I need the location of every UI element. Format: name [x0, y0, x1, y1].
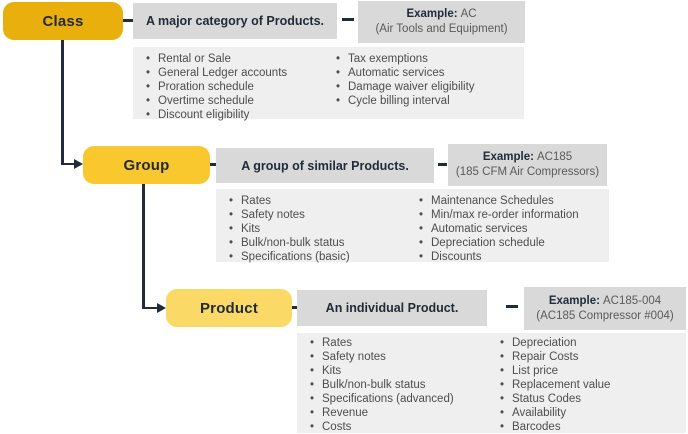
product-feature-list-right: DepreciationRepair CostsList priceReplac…	[499, 336, 682, 434]
class-node: Class	[3, 2, 123, 40]
group-feature-list-right: Maintenance SchedulesMin/max re-order in…	[418, 194, 605, 264]
feature-item: Depreciation	[499, 336, 682, 350]
group-description: A group of similar Products.	[216, 148, 434, 183]
product-to-description-connector	[292, 306, 298, 309]
feature-item: Costs	[309, 420, 499, 434]
arrowhead-group-to-product	[157, 303, 166, 313]
product-description-text: An individual Product.	[325, 301, 459, 315]
feature-item: Kits	[309, 364, 499, 378]
feature-item: Rental or Sale	[145, 52, 335, 66]
feature-item: Rates	[228, 194, 418, 208]
class-example-line1: Example:AC	[406, 7, 476, 22]
feature-item: Replacement value	[499, 378, 682, 392]
connector-group-to-product-vertical	[142, 184, 145, 309]
feature-item: Damage waiver eligibility	[335, 80, 520, 94]
group-example-note: (185 CFM Air Compressors)	[455, 166, 600, 178]
product-example: Example:AC185-004 (AC185 Compressor #004…	[524, 287, 686, 330]
class-description-text: A major category of Products.	[145, 14, 325, 28]
feature-item: Specifications (basic)	[228, 250, 418, 264]
group-example: Example:AC185 (185 CFM Air Compressors)	[448, 144, 607, 186]
feature-item: Maintenance Schedules	[418, 194, 605, 208]
feature-item: Automatic services	[418, 222, 605, 236]
group-description-text: A group of similar Products.	[241, 158, 409, 173]
feature-item: Cycle billing interval	[335, 94, 520, 108]
class-example: Example:AC (Air Tools and Equipment)	[358, 1, 525, 43]
feature-item: General Ledger accounts	[145, 66, 335, 80]
feature-item: Status Codes	[499, 392, 682, 406]
product-node: Product	[166, 289, 292, 327]
arrowhead-class-to-group	[74, 159, 83, 169]
feature-item: Specifications (advanced)	[309, 392, 499, 406]
group-to-description-connector	[210, 163, 217, 166]
feature-item: Depreciation schedule	[418, 236, 605, 250]
class-features-panel: Rental or SaleGeneral Ledger accountsPro…	[133, 47, 524, 122]
feature-item: Discount eligibility	[145, 108, 335, 122]
product-example-note: (AC185 Compressor #004)	[536, 309, 674, 322]
feature-item: List price	[499, 364, 682, 378]
group-node-label: Group	[123, 156, 170, 174]
connector-group-to-product-horizontal	[142, 306, 158, 309]
feature-item: Bulk/non-bulk status	[309, 378, 499, 392]
product-node-label: Product	[199, 299, 259, 317]
group-example-value: AC185	[536, 151, 573, 163]
group-description-to-example-connector	[438, 163, 447, 166]
feature-item: Proration schedule	[145, 80, 335, 94]
class-description: A major category of Products.	[133, 3, 337, 39]
class-example-note: (Air Tools and Equipment)	[375, 23, 508, 35]
feature-item: Overtime schedule	[145, 94, 335, 108]
feature-item: Kits	[228, 222, 418, 236]
class-example-label: Example:	[406, 8, 458, 20]
product-description: An individual Product.	[297, 290, 487, 326]
class-example-value: AC	[460, 8, 477, 20]
product-description-to-example-connector	[506, 305, 518, 308]
feature-item: Availability	[499, 406, 682, 420]
feature-item: Min/max re-order information	[418, 208, 605, 222]
feature-item: Revenue	[309, 406, 499, 420]
feature-item: Barcodes	[499, 420, 682, 434]
group-example-line1: Example:AC185	[483, 150, 572, 165]
class-node-label: Class	[42, 12, 84, 30]
feature-item: Tax exemptions	[335, 52, 520, 66]
product-example-line1: Example:AC185-004	[549, 294, 661, 309]
class-feature-list-left: Rental or SaleGeneral Ledger accountsPro…	[145, 52, 335, 122]
product-example-value: AC185-004	[602, 294, 662, 307]
class-to-description-connector	[123, 19, 134, 22]
connector-class-to-group-horizontal	[61, 162, 75, 165]
feature-item: Safety notes	[228, 208, 418, 222]
feature-item: Repair Costs	[499, 350, 682, 364]
group-features-panel: RatesSafety notesKitsBulk/non-bulk statu…	[216, 189, 609, 264]
feature-item: Automatic services	[335, 66, 520, 80]
product-feature-list-left: RatesSafety notesKitsBulk/non-bulk statu…	[309, 336, 499, 434]
connector-class-to-group-vertical	[61, 40, 64, 165]
class-description-to-example-connector	[342, 18, 354, 21]
group-example-label: Example:	[482, 151, 534, 163]
feature-item: Discounts	[418, 250, 605, 264]
feature-item: Safety notes	[309, 350, 499, 364]
product-features-panel: RatesSafety notesKitsBulk/non-bulk statu…	[297, 333, 686, 434]
group-feature-list-left: RatesSafety notesKitsBulk/non-bulk statu…	[228, 194, 418, 264]
feature-item: Rates	[309, 336, 499, 350]
product-example-label: Example:	[548, 294, 600, 307]
class-feature-list-right: Tax exemptionsAutomatic servicesDamage w…	[335, 52, 520, 119]
group-node: Group	[83, 146, 210, 184]
feature-item: Bulk/non-bulk status	[228, 236, 418, 250]
